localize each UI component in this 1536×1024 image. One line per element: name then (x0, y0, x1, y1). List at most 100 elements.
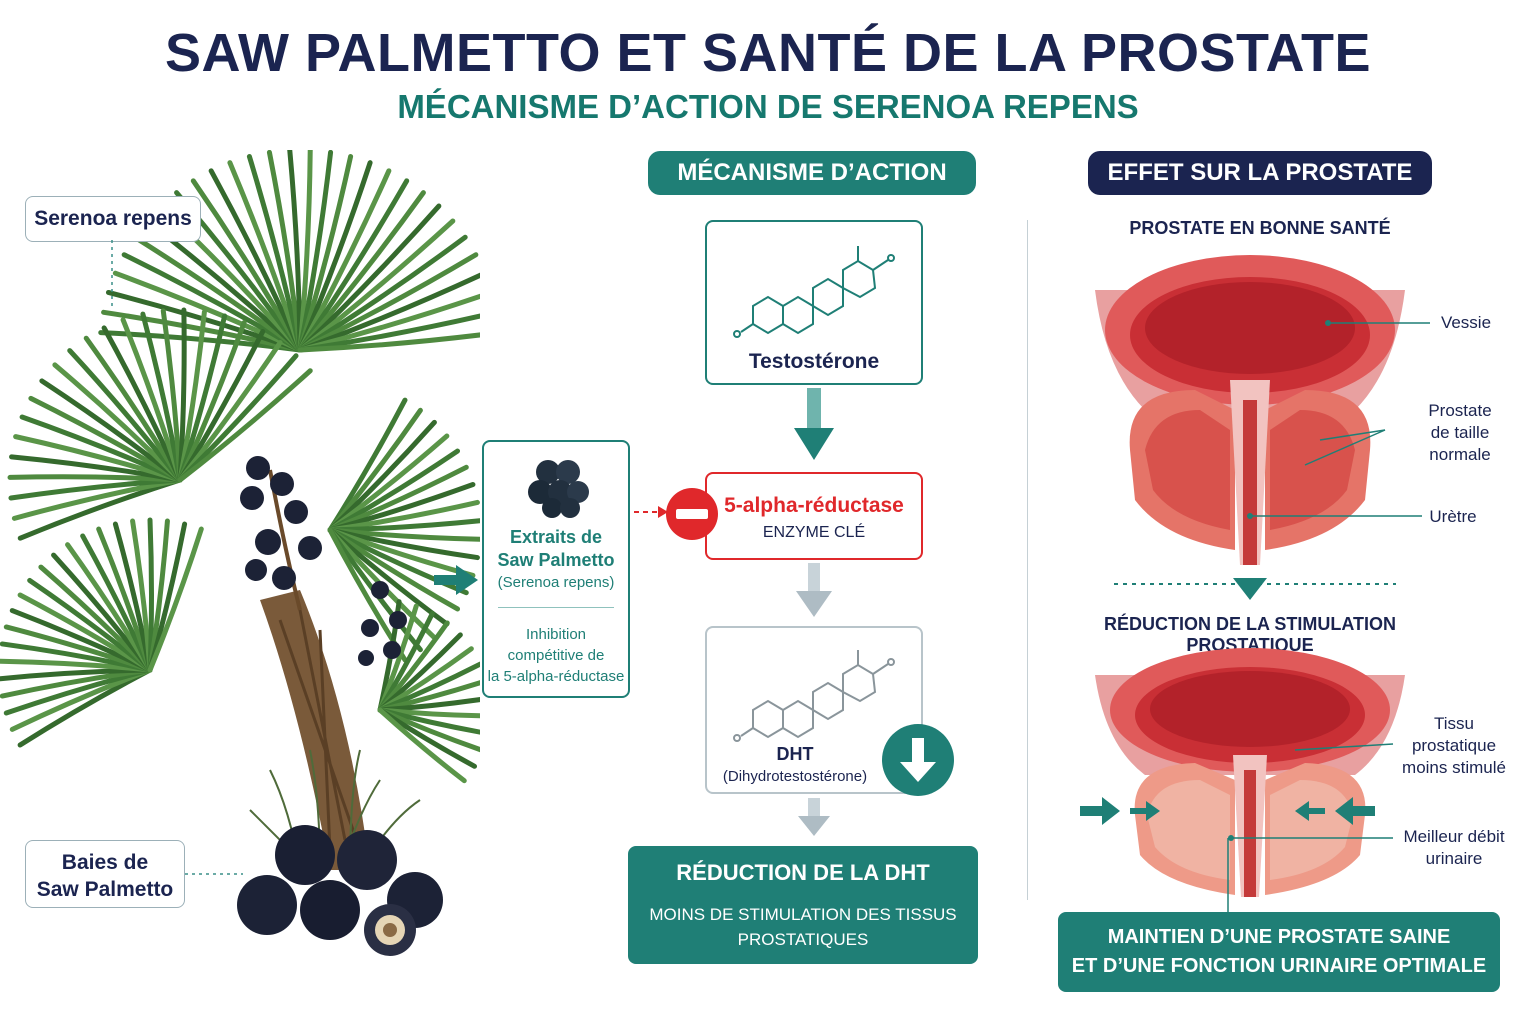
result-title: RÉDUCTION DE LA DHT (676, 860, 930, 885)
healthy-prostate-illustration (1095, 255, 1405, 565)
dht-full-label: (Dihydrotestostérone) (722, 768, 868, 785)
label-vessie: Vessie (1440, 313, 1492, 332)
palm-leaflet (121, 252, 303, 353)
label-prostate-line3: normale (1429, 445, 1491, 464)
palm-leaflet (297, 234, 468, 353)
palm-leaflet (297, 150, 334, 353)
palm-leaflet (297, 293, 480, 353)
label-tissu-line2: prostatique (1411, 736, 1497, 755)
testosterone-label: Testostérone (748, 350, 880, 373)
berry (300, 880, 360, 940)
arrow-down-grey-icon (796, 563, 832, 617)
palm-leaflet (297, 218, 456, 353)
label-tissu-line3: moins stimulé (1402, 758, 1506, 777)
compression-arrows-right-icon (1295, 797, 1375, 825)
arrow-right-icon (434, 565, 478, 595)
berries-label: Baies de Saw Palmetto (25, 840, 185, 908)
palm-leaflet (297, 252, 479, 353)
reduced-prostate-illustration (1095, 648, 1405, 897)
palm-leaflet (227, 160, 303, 353)
extract-desc-line1: Inhibition (525, 626, 587, 643)
extract-desc-line2: compétitive de (507, 647, 605, 664)
dht-card: DHT (Dihydrotestostérone) (705, 626, 923, 794)
berries-label-line1: Baies de (61, 851, 149, 874)
enzyme-card: 5-alpha-réductase ENZYME CLÉ (705, 472, 923, 560)
palm-leaflet (297, 190, 426, 353)
palm-leaflet (297, 168, 392, 353)
final-outcome-box: MAINTIEN D’UNE PROSTATE SAINE ET D’UNE F… (1058, 912, 1500, 992)
healthy-prostate-title: PROSTATE EN BONNE SANTÉ (1129, 218, 1391, 238)
label-prostate-line1: Prostate (1428, 401, 1492, 420)
transition-separator (1114, 578, 1396, 600)
final-line1: MAINTIEN D’UNE PROSTATE SAINE (1107, 926, 1451, 948)
berry (337, 830, 397, 890)
palm-leaflet (266, 150, 303, 353)
palm-leaflet (377, 707, 467, 784)
extract-capsules-icon (528, 460, 589, 518)
final-line2: ET D’UNE FONCTION URINAIRE OPTIMALE (1071, 955, 1487, 977)
palm-leaflet (112, 270, 303, 353)
label-debit-line1: Meilleur débit (1403, 827, 1505, 846)
label-prostate-line2: de taille (1430, 423, 1490, 442)
extract-desc-line3: la 5-alpha-réductase (487, 668, 625, 685)
label-debit-line2: urinaire (1425, 849, 1483, 868)
palm-leaflet (297, 332, 480, 353)
arrow-down-grey-icon-2 (798, 798, 830, 836)
dht-molecule-icon (733, 650, 895, 742)
palm-leaflet (208, 168, 303, 353)
palm-leaflet (297, 313, 480, 353)
column-divider (1027, 220, 1028, 900)
trunk-fibers (278, 609, 362, 851)
berry (275, 825, 335, 885)
palm-leaflet (377, 707, 478, 769)
palm-leaflet (147, 526, 204, 673)
arrow-down-icon (794, 388, 834, 460)
compression-arrows-left-icon (1080, 797, 1160, 825)
effect-header: EFFET SUR LA PROSTATE (1088, 151, 1432, 195)
palm-leaflet (297, 272, 480, 353)
dht-reduction-result: RÉDUCTION DE LA DHT MOINS DE STIMULATION… (628, 846, 978, 964)
label-prostate-normal: Prostate de taille normale (1410, 400, 1510, 466)
palm-leaflet (190, 178, 303, 353)
berry-seed-core (383, 923, 397, 937)
page-title: SAW PALMETTO ET SANTÉ DE LA PROSTATE (164, 23, 1372, 83)
saw-palmetto-plant-illustration (0, 150, 480, 871)
decrease-arrow-icon (882, 724, 954, 796)
testosterone-card: Testostérone (705, 220, 923, 385)
palm-leaflet (297, 160, 373, 353)
enzyme-subtitle: ENZYME CLÉ (762, 524, 866, 541)
dht-label: DHT (776, 744, 814, 764)
berries-label-line2: Saw Palmetto (36, 878, 174, 901)
page-subtitle: MÉCANISME D’ACTION DE SERENOA REPENS (397, 88, 1139, 125)
label-tissu-line1: Tissu (1434, 714, 1474, 733)
species-label-leader (111, 240, 113, 308)
palm-leaflet (297, 203, 442, 353)
palm-leaflet (297, 154, 354, 353)
extract-title-line2: Saw Palmetto (497, 550, 615, 570)
palm-leaflet (297, 178, 410, 353)
palm-fronds (0, 150, 480, 784)
label-uretre: Urètre (1429, 507, 1477, 526)
result-line2: PROSTATIQUES (737, 930, 869, 949)
label-meilleur-debit: Meilleur débit urinaire (1396, 826, 1512, 870)
reduced-label-leaders (1227, 743, 1394, 912)
palm-leaflet (177, 368, 313, 483)
palm-leaflet (287, 150, 303, 353)
palm-leaflet (246, 154, 303, 353)
no-entry-icon (666, 488, 718, 540)
healthy-label-leaders (1247, 320, 1430, 519)
mechanism-header: MÉCANISME D’ACTION (648, 151, 976, 195)
inhibition-arrow (634, 506, 668, 518)
berry-cluster-lower (358, 581, 407, 666)
extract-divider (498, 607, 614, 608)
species-label: Serenoa repens (25, 196, 201, 242)
palm-leaflet (132, 234, 303, 353)
extract-card: Extraits de Saw Palmetto (Serenoa repens… (482, 440, 630, 698)
enzyme-name: 5-alpha-réductase (724, 494, 904, 517)
berry-cluster-upper (240, 456, 322, 590)
berry (237, 875, 297, 935)
loose-berries-illustration (237, 825, 443, 956)
extract-species: (Serenoa repens) (497, 574, 615, 591)
berries-label-leader (185, 873, 243, 875)
result-line1: MOINS DE STIMULATION DES TISSUS (649, 905, 957, 924)
